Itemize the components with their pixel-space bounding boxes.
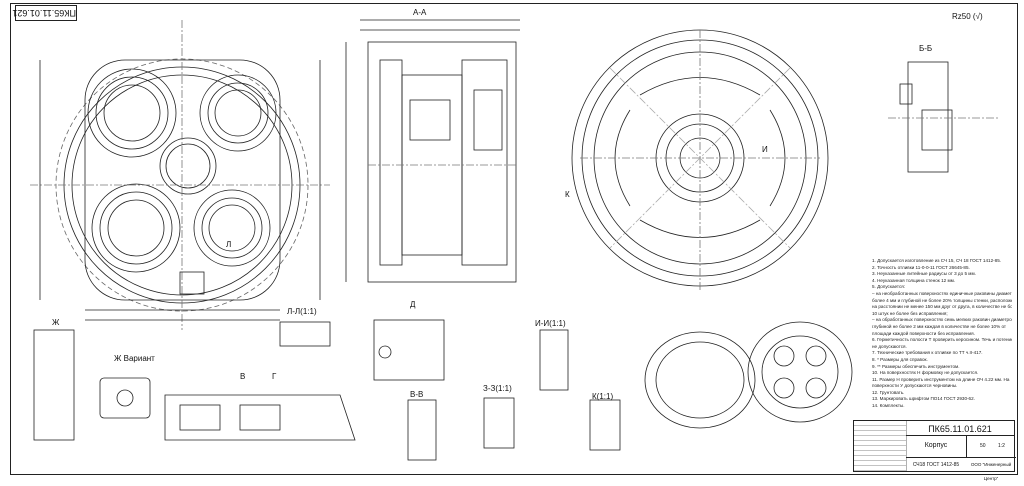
title-block-organization: ООО "Инженерный Центр" xyxy=(966,457,1016,481)
label-detail-kk: К(1:1) xyxy=(592,392,614,401)
label-detail-ll: Л-Л(1:1) xyxy=(287,307,317,316)
drawing-frame xyxy=(10,3,1018,475)
note-line: 4. Неуказанная толщина стенок 12 мм. xyxy=(872,277,956,283)
note-line: 9. ** Размеры обеспечить инструментом. xyxy=(872,363,960,369)
title-block-mass-scale: 50 1:2 xyxy=(966,435,1016,457)
note-line: 1. Допускается изготовление из СЧ 15, СЧ… xyxy=(872,258,1002,263)
lower-details xyxy=(33,319,621,461)
label-view-d: Д xyxy=(410,300,416,309)
note-line: 13. Маркировать шрифтом ПО14 ГОСТ 2930-6… xyxy=(872,396,975,402)
note-line: 5. Допускается: xyxy=(872,284,906,290)
note-line: 10. На поверхностях Н формовку не допуск… xyxy=(872,370,979,376)
section-aa xyxy=(345,19,520,283)
title-block-code: ПК65.11.01.621 xyxy=(906,423,1014,436)
note-line: более 4 мм и глубиной не более 20% толщи… xyxy=(872,297,1012,303)
bearing-bore-bottom-right xyxy=(193,189,271,267)
note-line: 8. * Размеры для справок. xyxy=(872,356,928,362)
title-block: ПК65.11.01.621 Корпус 50 1:2 СЧ18 ГОСТ 1… xyxy=(853,420,1016,481)
label-section-zz: З-З(1:1) xyxy=(483,384,512,393)
label-k: К xyxy=(565,190,570,199)
roughness-mark: Rz50 (√) xyxy=(952,12,983,21)
technical-notes: 1. Допускается изготовление из СЧ 15, СЧ… xyxy=(872,258,1012,410)
front-view xyxy=(30,20,330,330)
label-section-bb: Б-Б xyxy=(919,44,933,53)
label-detail-ii: И-И(1:1) xyxy=(535,319,566,328)
section-bb xyxy=(888,61,1000,173)
title-block-mass: 50 xyxy=(980,443,986,449)
note-line: 11. Размер Н проверить инструментом на д… xyxy=(872,376,1010,382)
note-line: – на необработанных поверхностях единичн… xyxy=(872,290,1012,296)
rear-view xyxy=(571,29,829,290)
note-line: 6. Герметичность полости Т проверить кер… xyxy=(872,337,1012,343)
roughness-text: Rz50 xyxy=(952,12,971,21)
title-block-name: Корпус xyxy=(906,435,967,457)
bearing-bore-bottom-left xyxy=(91,183,181,273)
note-line: – на обработанных поверхностях семь мелк… xyxy=(872,317,1012,323)
bearing-bore-top-left xyxy=(87,68,177,158)
label-v: В xyxy=(240,372,246,381)
label-view-zh: Ж xyxy=(52,318,60,327)
title-block-grid xyxy=(854,421,907,471)
label-variant-zh: Ж Вариант xyxy=(114,354,155,363)
note-line: 12. Грунтовать. xyxy=(872,389,905,395)
label-section-aa: А-А xyxy=(413,8,427,17)
note-line: 7. Технические требования к отливке по Т… xyxy=(872,350,983,356)
note-line: 3. Неуказанные литейные радиусы от 3 до … xyxy=(872,271,976,277)
note-line: глубиной не более 2 мм каждая в количест… xyxy=(872,323,1007,329)
note-line: не допускаются. xyxy=(872,343,907,349)
label-g: Г xyxy=(272,372,277,381)
note-line: поверхности У допускаются черновины. xyxy=(872,383,958,389)
note-line: 2. Точность отливки 11-0-0-11 ГОСТ 26645… xyxy=(872,264,970,270)
note-line: 14. Комплекты. xyxy=(872,403,905,409)
title-block-scale: 1:2 xyxy=(998,443,1005,449)
bearing-bore-top-right xyxy=(199,74,277,152)
isometric-views xyxy=(644,321,853,429)
note-line: 10 штук не более без исправления; xyxy=(872,310,948,316)
note-line: на расстоянии не менее 150 мм друг от др… xyxy=(872,304,1012,310)
title-block-material: СЧ18 ГОСТ 1412-85 xyxy=(906,457,966,472)
label-l: Л xyxy=(226,240,232,249)
label-i: И xyxy=(762,145,768,154)
note-line: площади каждой поверхности без исправлен… xyxy=(872,330,975,336)
label-section-vv: В-В xyxy=(410,390,424,399)
